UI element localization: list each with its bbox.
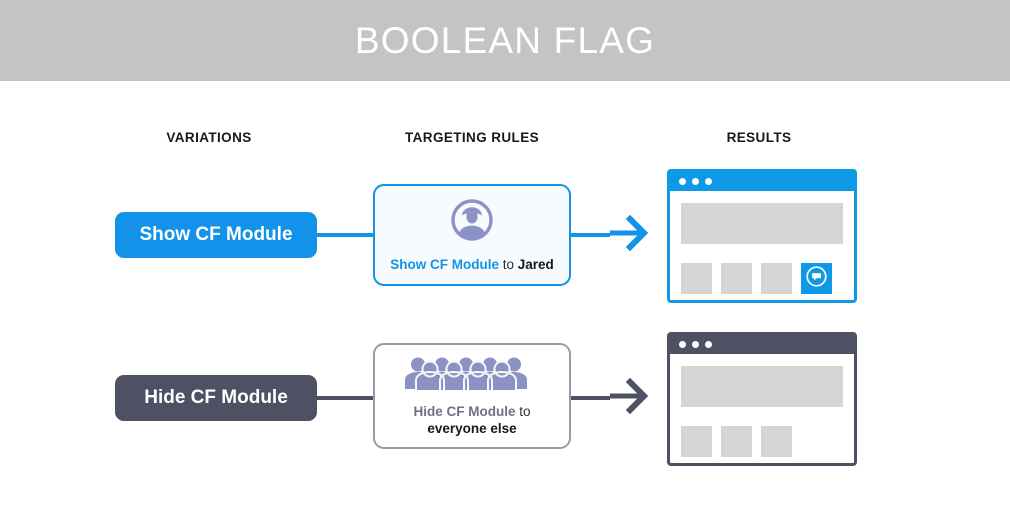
window-dot-icon [679,341,686,348]
window-dot-icon [705,341,712,348]
targeting-rule-text-hide: Hide CF Module to everyone else [407,403,536,437]
result-browser-hide [667,332,857,466]
rule-emphasis-show: Show CF Module [390,256,499,272]
content-placeholder-tile [681,263,712,294]
window-dot-icon [679,178,686,185]
crowd-people-icon [404,356,540,395]
chat-bubble-icon [805,265,828,293]
variation-pill-hide[interactable]: Hide CF Module [115,375,317,421]
column-header-targeting-rules: TARGETING RULES [405,130,539,145]
content-tile-row [681,426,843,457]
content-placeholder-tile [761,263,792,294]
connector-line-right [568,396,610,400]
variation-pill-show[interactable]: Show CF Module [115,212,317,258]
content-placeholder-tile [721,426,752,457]
page-title: BOOLEAN FLAG [354,19,656,61]
variation-pill-label: Show CF Module [139,224,293,245]
content-placeholder-tile [681,426,712,457]
rule-connector-show: to [498,256,518,272]
connector-line-right [568,233,610,237]
content-tile-row [681,263,843,294]
content-placeholder-banner [681,203,843,244]
column-header-results: RESULTS [726,130,792,145]
rule-emphasis-hide: Hide CF Module [413,403,516,419]
person-circle-icon [450,198,494,247]
browser-title-bar [670,335,854,354]
flow-arrow-show [608,210,652,261]
window-dot-icon [705,178,712,185]
rule-target-show: Jared [517,256,554,272]
rule-connector-hide: to [515,403,531,419]
window-dot-icon [692,341,699,348]
connector-line-left [313,233,375,237]
browser-title-bar [670,172,854,191]
targeting-rule-text-show: Show CF Module to Jared [384,256,560,273]
window-dot-icon [692,178,699,185]
flag-row-show: Show CF Module Show CF Module to Jared [0,160,1010,305]
content-placeholder-tile [761,426,792,457]
column-header-variations: VARIATIONS [166,130,252,145]
cf-module-tile[interactable] [801,263,832,294]
rule-target-hide: everyone else [427,420,517,436]
result-browser-show [667,169,857,303]
connector-line-left [313,396,375,400]
flow-arrow-hide [608,373,652,424]
content-placeholder-banner [681,366,843,407]
content-placeholder-tile [721,263,752,294]
page-header: BOOLEAN FLAG [0,0,1010,81]
variation-pill-label: Hide CF Module [144,387,288,408]
browser-content [670,191,854,294]
targeting-rule-card-show[interactable]: Show CF Module to Jared [373,184,571,286]
targeting-rule-card-hide[interactable]: Hide CF Module to everyone else [373,343,571,449]
flag-row-hide: Hide CF Module [0,324,1010,469]
browser-content [670,354,854,457]
